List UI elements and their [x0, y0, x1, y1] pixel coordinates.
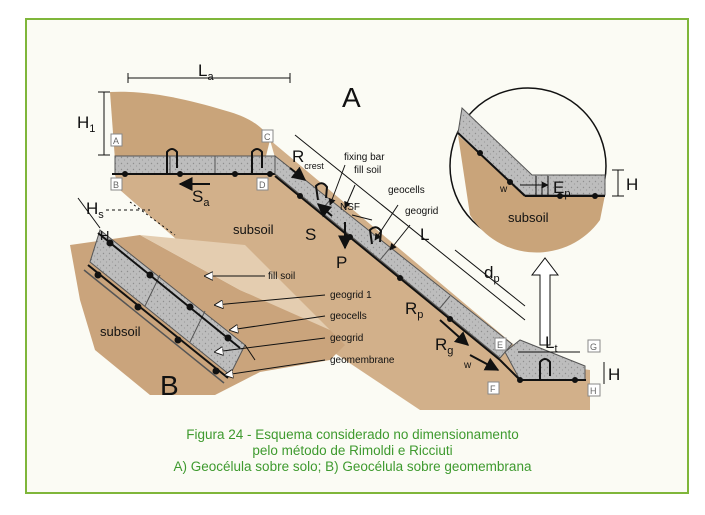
slope-geogrid: [274, 175, 501, 361]
dim-dp: dp: [484, 263, 500, 285]
detail-angle-w: w: [499, 184, 508, 195]
label-geomembrane-b: geomembrane: [330, 355, 395, 366]
force-rg: Rg: [435, 335, 453, 357]
svg-text:A: A: [113, 136, 119, 146]
svg-text:H: H: [590, 386, 597, 396]
label-fill-soil-a: fill soil: [354, 165, 381, 176]
panel-a-label: A: [342, 82, 361, 113]
svg-text:D: D: [259, 180, 266, 190]
point-box-e: E: [494, 337, 507, 351]
soil-crest: [110, 91, 270, 160]
angle-w: w: [463, 360, 472, 371]
point-box-d: D: [256, 177, 269, 191]
zoom-arrow-icon: [530, 257, 560, 346]
detail-dim-h: H: [626, 175, 638, 194]
fixing-bar-icon: [251, 148, 263, 175]
caption-line-3: A) Geocélula sobre solo; B) Geocélula so…: [173, 459, 532, 474]
label-geogrid-b: geogrid: [330, 333, 363, 344]
force-nsf: NSF: [340, 202, 360, 213]
label-fill-soil-b: fill soil: [268, 271, 295, 282]
svg-text:C: C: [264, 132, 271, 142]
dim-hs: Hs: [86, 199, 104, 221]
point-box-c: C: [261, 129, 274, 143]
force-rcrest: Rcrest: [292, 147, 324, 171]
label-subsoil-b: subsoil: [100, 324, 141, 339]
dim-h-b: H: [100, 228, 109, 243]
soil-slope-a: [115, 140, 590, 410]
label-geocells-b: geocells: [330, 311, 367, 322]
panel-b-label: B: [160, 370, 179, 401]
point-box-a: A: [110, 133, 123, 147]
force-s: S: [305, 225, 316, 244]
force-ep: Ep: [553, 178, 570, 200]
b-geogrid: [87, 264, 229, 379]
detail-soil: [458, 135, 605, 253]
label-geogrid-a: geogrid: [405, 206, 438, 217]
svg-text:E: E: [497, 340, 503, 350]
label-subsoil-a: subsoil: [233, 222, 274, 237]
point-box-g: G: [587, 339, 601, 353]
figure-caption: Figura 24 - Esquema considerado no dimen…: [0, 427, 705, 475]
fixing-bar-icon: [166, 148, 178, 175]
point-box-b: B: [110, 177, 123, 191]
svg-text:F: F: [490, 384, 496, 394]
label-geocells-a: geocells: [388, 185, 425, 196]
svg-text:B: B: [113, 180, 119, 190]
dim-lt: Lt: [545, 333, 558, 355]
fixing-bar-icon: [314, 182, 329, 201]
label-geogrid1-b: geogrid 1: [330, 290, 372, 301]
dim-h-toe: H: [608, 365, 620, 384]
force-p: P: [336, 253, 347, 272]
force-rp: Rp: [405, 299, 423, 321]
b-geomembrane: [83, 269, 225, 384]
svg-text:G: G: [590, 342, 597, 352]
fixing-bar-icon: [539, 358, 551, 381]
dim-h1: H1: [77, 113, 95, 135]
point-box-f: F: [487, 381, 500, 395]
caption-line-2: pelo método de Rimoldi e Ricciuti: [252, 443, 453, 458]
label-subsoil-detail: subsoil: [508, 210, 549, 225]
caption-line-1: Figura 24 - Esquema considerado no dimen…: [186, 427, 519, 442]
slope-geocells: [274, 154, 513, 359]
soil-slope-b-light: [140, 235, 330, 330]
b-geogrid1: [97, 232, 241, 349]
dim-la: La: [198, 61, 214, 83]
force-sa: Sa: [192, 187, 210, 209]
point-box-h: H: [587, 383, 601, 397]
dim-l: L: [420, 225, 429, 244]
label-fixing-bar: fixing bar: [344, 152, 385, 163]
